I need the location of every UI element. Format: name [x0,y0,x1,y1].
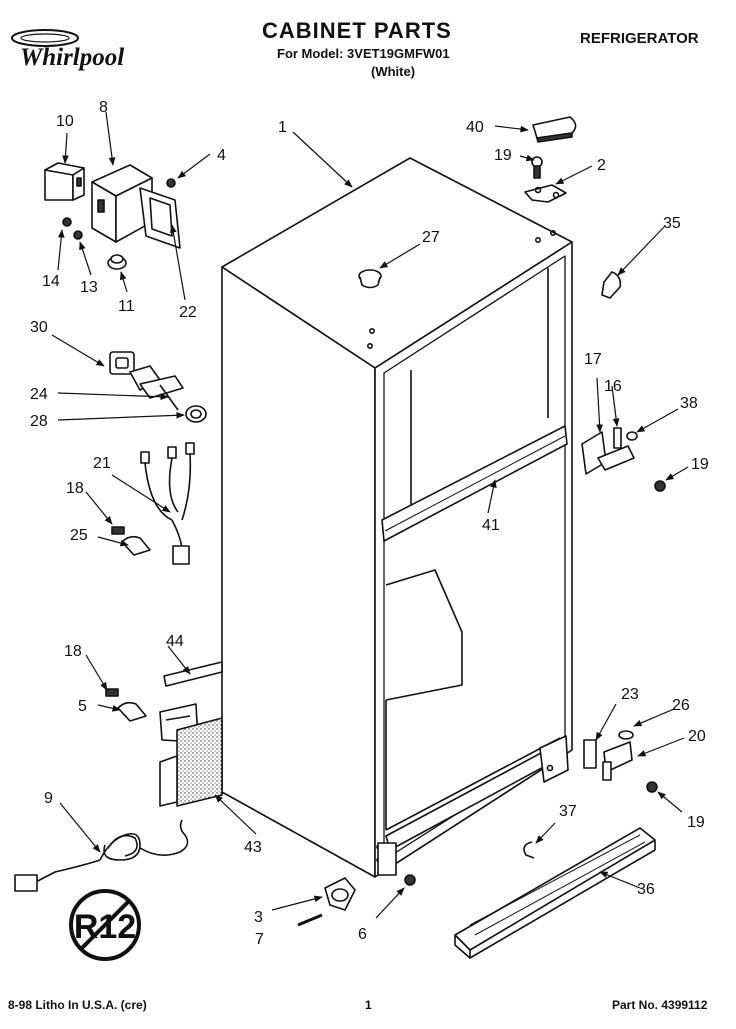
callout-1: 1 [278,119,287,136]
callout-36: 36 [637,881,655,898]
callout-19-middle: 19 [691,456,709,473]
callout-18-upper: 18 [66,480,84,497]
callout-22: 22 [179,304,197,321]
callout-labels: 1 2 3 4 5 6 7 8 9 10 11 13 14 16 17 18 1… [30,99,709,948]
callout-19-bottom: 19 [687,814,705,831]
callout-6: 6 [358,926,367,943]
callout-41: 41 [482,517,500,534]
callout-14: 14 [42,273,60,290]
callout-5: 5 [78,698,87,715]
callout-3: 3 [254,909,263,926]
callout-24: 24 [30,386,48,403]
callout-27: 27 [422,229,440,246]
appliance-category: REFRIGERATOR [580,30,699,47]
callout-40: 40 [466,119,484,136]
callout-9: 9 [44,790,53,807]
callout-7: 7 [255,931,264,948]
callout-23: 23 [621,686,639,703]
callout-8: 8 [99,99,108,116]
callout-37: 37 [559,803,577,820]
callout-4: 4 [217,147,226,164]
callout-17: 17 [584,351,602,368]
model-number: For Model: 3VET19GMFW01 [277,46,450,61]
whirlpool-logo [10,28,80,53]
callout-44: 44 [166,633,184,650]
callout-30: 30 [30,319,48,336]
r12-badge: R12 [69,889,141,961]
callout-21: 21 [93,455,111,472]
callout-28: 28 [30,413,48,430]
cabinet-shell [221,157,573,878]
callout-16: 16 [604,378,622,395]
callout-11: 11 [118,298,135,315]
page-number: 1 [365,998,372,1012]
part-number: Part No. 4399112 [612,998,708,1012]
callout-2: 2 [597,157,606,174]
callout-43: 43 [244,839,262,856]
callout-25: 25 [70,527,88,544]
brand-name: Whirlpool [20,44,125,71]
callout-13: 13 [80,279,98,296]
callout-38: 38 [680,395,698,412]
model-variant: (White) [371,64,416,79]
callout-10: 10 [56,113,74,130]
litho-note: 8-98 Litho In U.S.A. (cre) [8,998,147,1012]
callout-19-top: 19 [494,147,512,164]
page-title: CABINET PARTS [262,18,452,43]
callout-26: 26 [672,697,690,714]
callout-35: 35 [663,215,681,232]
callout-18-lower: 18 [64,643,82,660]
callout-20: 20 [688,728,706,745]
